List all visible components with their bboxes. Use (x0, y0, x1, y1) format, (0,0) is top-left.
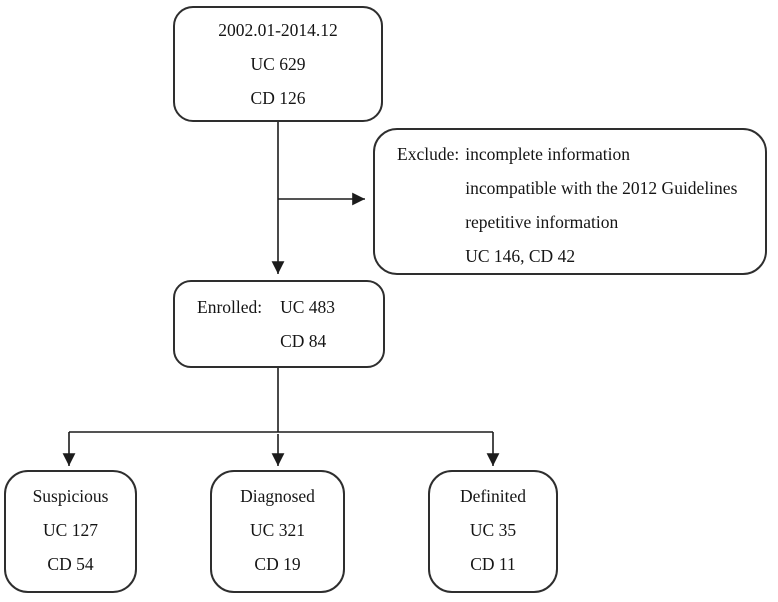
enrolled-uc-count: UC 483 (280, 297, 336, 317)
box-source-period: 2002.01-2014.12 UC 629 CD 126 (173, 6, 383, 122)
source-period-text: 2002.01-2014.12 (218, 20, 338, 40)
source-uc-count: UC 629 (250, 54, 306, 74)
suspicious-title: Suspicious (32, 486, 109, 506)
box-definited: Definited UC 35 CD 11 (428, 470, 558, 593)
suspicious-cd-count: CD 54 (47, 554, 94, 574)
exclude-item-counts: UC 146, CD 42 (465, 246, 576, 266)
exclude-item-incompatible: incompatible with the 2012 Guidelines (465, 178, 738, 198)
enrolled-label: Enrolled: (197, 297, 263, 317)
box-diagnosed: Diagnosed UC 321 CD 19 (210, 470, 345, 593)
exclude-item-repetitive: repetitive information (465, 212, 619, 232)
enrolled-cd-count: CD 84 (280, 331, 327, 351)
box-suspicious: Suspicious UC 127 CD 54 (4, 470, 137, 593)
definited-title: Definited (459, 486, 527, 506)
diagnosed-cd-count: CD 19 (254, 554, 301, 574)
definited-uc-count: UC 35 (469, 520, 517, 540)
diagnosed-title: Diagnosed (240, 486, 315, 506)
source-cd-count: CD 126 (250, 88, 306, 108)
exclude-label: Exclude: (397, 144, 460, 164)
exclude-item-incomplete: incomplete information (465, 144, 630, 164)
suspicious-uc-count: UC 127 (43, 520, 98, 540)
diagnosed-uc-count: UC 321 (250, 520, 305, 540)
box-enrolled: Enrolled: UC 483 CD 84 (173, 280, 385, 368)
definited-cd-count: CD 11 (470, 554, 516, 574)
box-exclude: Exclude: incomplete information incompat… (373, 128, 767, 275)
